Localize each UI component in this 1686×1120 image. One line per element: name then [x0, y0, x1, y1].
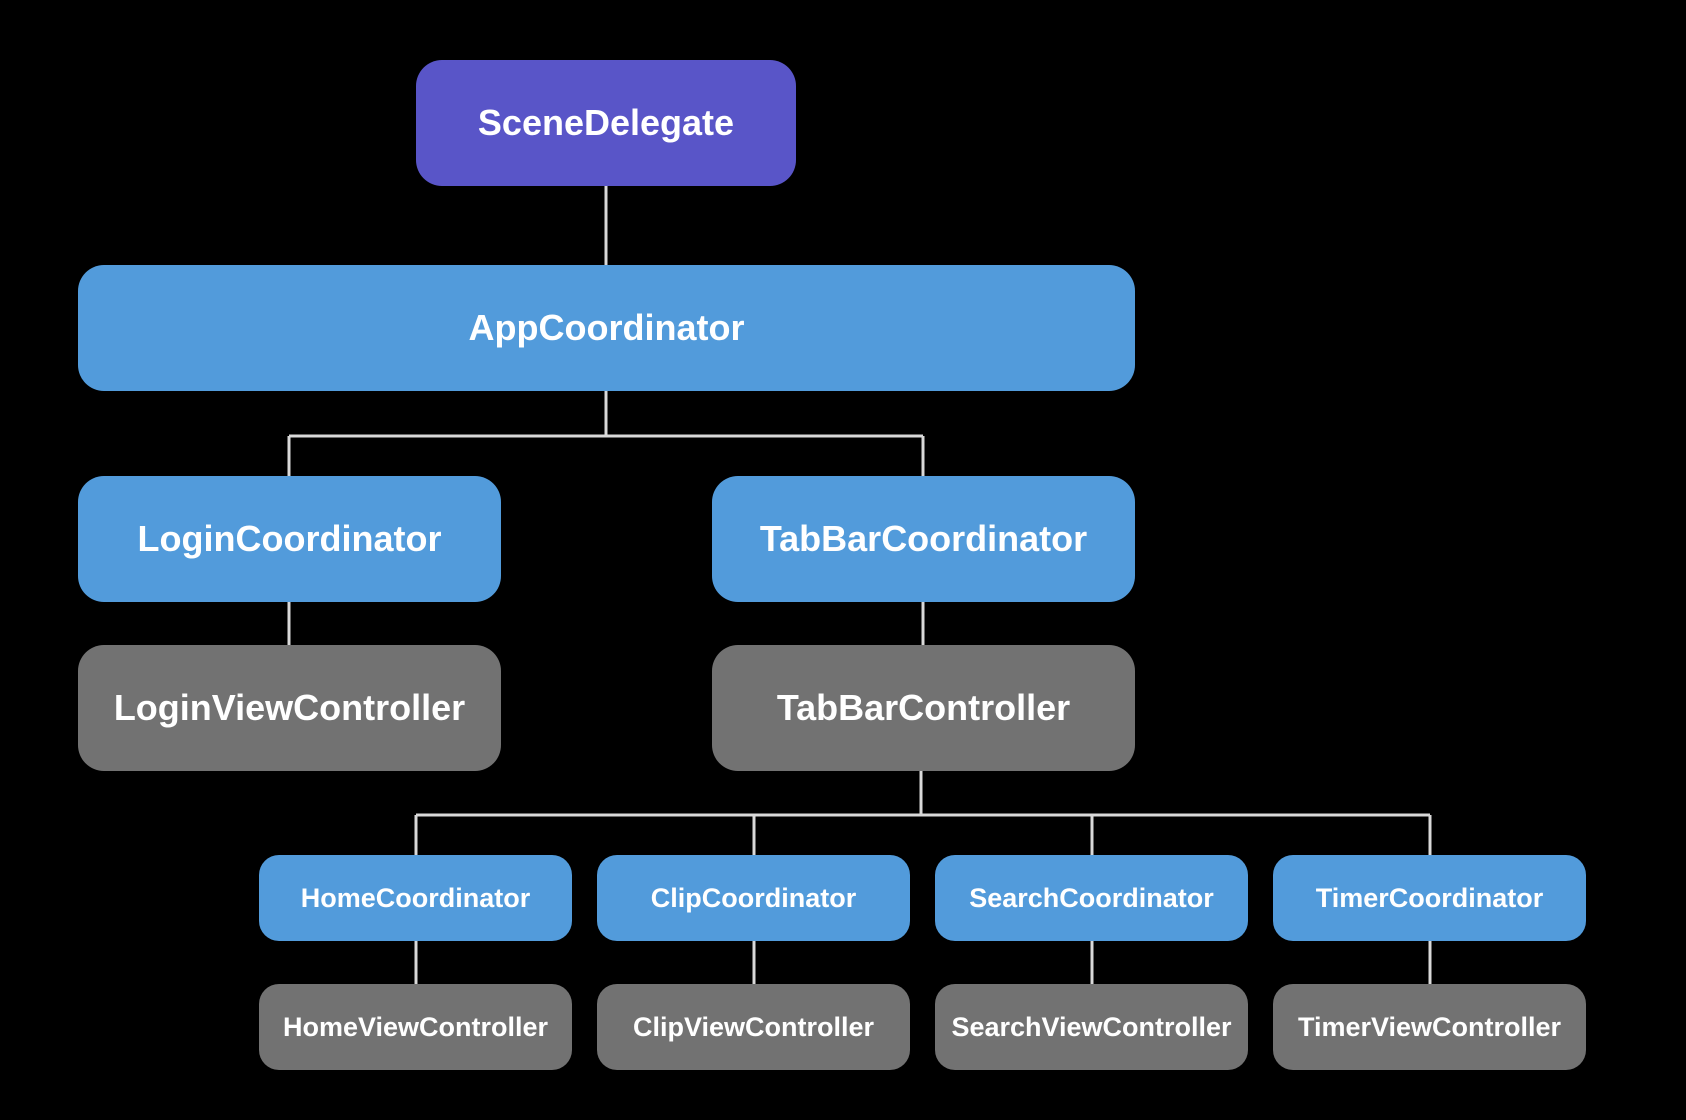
search-coordinator-node: SearchCoordinator — [935, 855, 1248, 941]
app-coordinator-node: AppCoordinator — [78, 265, 1135, 391]
tabbar-controller-node: TabBarController — [712, 645, 1135, 771]
connector-app-children — [287, 391, 925, 476]
timer-coordinator-node: TimerCoordinator — [1273, 855, 1586, 941]
search-view-controller-node: SearchViewController — [935, 984, 1248, 1070]
home-view-controller-node: HomeViewController — [259, 984, 572, 1070]
login-view-controller-node: LoginViewController — [78, 645, 501, 771]
login-coordinator-node: LoginCoordinator — [78, 476, 501, 602]
clip-view-controller-node: ClipViewController — [597, 984, 910, 1070]
clip-coordinator-node: ClipCoordinator — [597, 855, 910, 941]
tabbar-coordinator-node: TabBarCoordinator — [712, 476, 1135, 602]
scene-delegate-node: SceneDelegate — [416, 60, 796, 186]
home-coordinator-node: HomeCoordinator — [259, 855, 572, 941]
timer-view-controller-node: TimerViewController — [1273, 984, 1586, 1070]
connector-tab-children — [414, 771, 1432, 855]
